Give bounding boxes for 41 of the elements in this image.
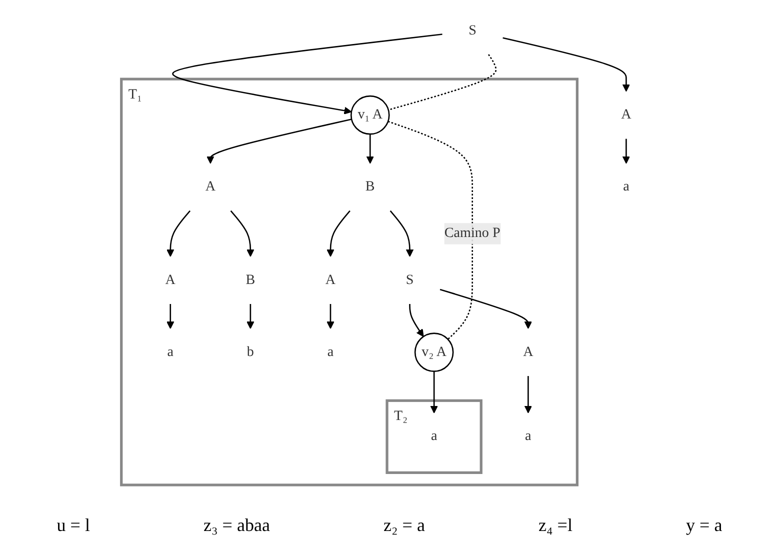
node-text: A bbox=[205, 179, 216, 194]
connector bbox=[388, 54, 497, 111]
arrow bbox=[166, 210, 191, 257]
arrow bbox=[166, 304, 174, 329]
arrow bbox=[502, 37, 630, 92]
arrow bbox=[326, 304, 334, 329]
node-text: b bbox=[246, 344, 254, 360]
node-text: a bbox=[430, 428, 438, 444]
string-label: u = l bbox=[56, 515, 90, 536]
string-label: y = a bbox=[686, 515, 722, 536]
arrow bbox=[622, 138, 630, 164]
string-label: z₄ =l bbox=[538, 515, 572, 536]
node-circle: v₁ A bbox=[350, 95, 390, 135]
arrow bbox=[366, 134, 374, 164]
node-text: S bbox=[406, 272, 414, 288]
arrow bbox=[206, 118, 352, 164]
arrow bbox=[246, 304, 254, 329]
string-label: z₂ = a bbox=[384, 515, 425, 536]
arrow bbox=[430, 371, 438, 414]
node-text: A bbox=[523, 344, 534, 360]
node-text: a bbox=[525, 428, 532, 444]
connector bbox=[388, 120, 473, 340]
string-label: z₃ = abaa bbox=[204, 515, 270, 536]
node-text: a bbox=[623, 179, 630, 194]
node-text: S bbox=[468, 22, 476, 38]
arrow bbox=[440, 288, 532, 329]
arrow bbox=[172, 34, 442, 114]
node-text: A bbox=[621, 107, 632, 122]
arrow bbox=[326, 210, 350, 257]
node-circle: v₂ A bbox=[414, 332, 454, 372]
node-text: a bbox=[327, 344, 334, 360]
node-text: A bbox=[165, 272, 176, 288]
node-text: B bbox=[365, 179, 375, 194]
arrow bbox=[230, 210, 254, 257]
node-text: B bbox=[246, 272, 256, 288]
arrow bbox=[524, 376, 532, 414]
arrow bbox=[390, 210, 414, 257]
node-text: A bbox=[325, 272, 336, 288]
arrow bbox=[409, 304, 424, 337]
node-text: a bbox=[167, 344, 174, 360]
edge-label: Camino P bbox=[444, 226, 500, 241]
